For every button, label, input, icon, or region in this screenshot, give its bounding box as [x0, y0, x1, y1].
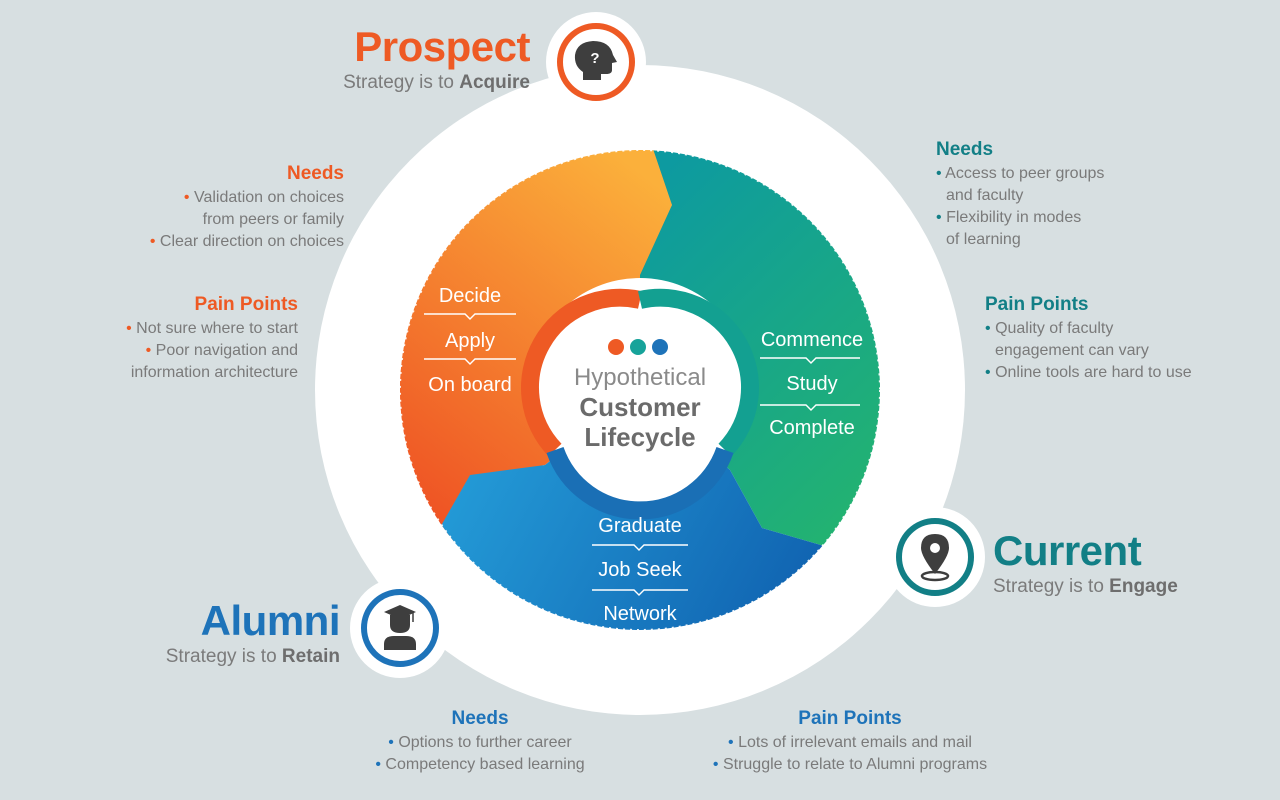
head-question-icon: ? — [574, 41, 617, 80]
alumni-needs: Needs • Options to further career • Comp… — [340, 709, 620, 776]
prospect-pain-list: • Not sure where to start • Poor navigat… — [40, 318, 298, 384]
prospect-pain-points: Pain Points • Not sure where to start • … — [40, 295, 298, 384]
center-dots — [608, 339, 674, 360]
current-header: Current Strategy is to Engage — [993, 527, 1263, 597]
alumni-strategy-word: Retain — [281, 646, 340, 667]
alumni-pain-title: Pain Points — [798, 708, 902, 729]
list-item: • Online tools are hard to use — [985, 364, 1192, 381]
alumni-needs-list: • Options to further career • Competency… — [340, 732, 620, 776]
current-strategy-prefix: Strategy is to — [993, 576, 1110, 597]
alumni-strategy: Strategy is to Retain — [80, 647, 340, 666]
step-separators — [424, 313, 860, 596]
center-line-1: Hypothetical — [573, 364, 707, 391]
step-job-seek: Job Seek — [598, 559, 682, 581]
center-line-3: Lifecycle — [584, 422, 696, 452]
center-ring-blue — [546, 446, 734, 520]
list-item: • Clear direction on choices — [149, 233, 344, 250]
current-node — [885, 507, 985, 607]
prospect-strategy-word: Acquire — [459, 72, 530, 93]
alumni-pain-list: • Lots of irrelevant emails and mail • S… — [680, 732, 1020, 776]
center-ring-orange — [521, 288, 642, 457]
center-label: Hypothetical Customer Lifecycle — [540, 364, 740, 452]
current-strategy-word: Engage — [1109, 576, 1178, 597]
prospect-node: ? — [546, 12, 646, 112]
current-steps: Commence Study Complete — [742, 329, 882, 440]
prospect-steps: Decide Apply On board — [400, 285, 540, 397]
prospect-header: Prospect Strategy is to Acquire — [240, 23, 530, 93]
alumni-strategy-prefix: Strategy is to — [165, 646, 282, 667]
dot-teal — [630, 339, 646, 355]
alumni-header: Alumni Strategy is to Retain — [80, 597, 341, 667]
center-line-2: Customer — [579, 392, 701, 422]
center-ring-teal — [638, 288, 759, 457]
prospect-title: Prospect — [354, 23, 530, 70]
dotted-orbit — [399, 149, 881, 631]
alumni-needs-title: Needs — [451, 708, 509, 729]
alumni-steps: Graduate Job Seek Network — [570, 515, 710, 626]
location-pin-icon — [920, 534, 950, 582]
step-network: Network — [603, 603, 677, 625]
list-item: • Not sure where to start — [126, 320, 298, 337]
list-item: • Competency based learning — [375, 756, 585, 773]
step-apply: Apply — [444, 330, 496, 352]
step-complete: Complete — [769, 417, 855, 439]
list-item: • Struggle to relate to Alumni programs — [712, 756, 988, 773]
step-graduate: Graduate — [598, 515, 682, 537]
step-decide: Decide — [438, 285, 502, 307]
step-commence: Commence — [760, 329, 864, 351]
current-strategy: Strategy is to Engage — [993, 577, 1263, 596]
dot-orange — [608, 339, 624, 355]
step-study: Study — [786, 373, 838, 395]
center-disc — [559, 309, 721, 471]
step-on-board: On board — [428, 374, 512, 396]
prospect-strategy: Strategy is to Acquire — [240, 73, 530, 92]
alumni-node — [350, 578, 450, 678]
current-pain-title: Pain Points — [985, 294, 1089, 315]
prospect-strategy-prefix: Strategy is to — [343, 72, 460, 93]
graduate-icon — [384, 605, 416, 650]
prospect-pain-title: Pain Points — [194, 294, 298, 315]
list-item: • Lots of irrelevant emails and mail — [728, 734, 972, 751]
current-title: Current — [993, 527, 1142, 574]
svg-text:?: ? — [590, 50, 599, 67]
list-item: • Options to further career — [388, 734, 572, 751]
prospect-segment-fill — [400, 150, 672, 545]
prospect-needs-title: Needs — [286, 163, 344, 184]
dot-blue — [652, 339, 668, 355]
alumni-pain-points: Pain Points • Lots of irrelevant emails … — [680, 709, 1020, 776]
alumni-title: Alumni — [200, 597, 341, 644]
current-needs-title: Needs — [936, 139, 994, 160]
